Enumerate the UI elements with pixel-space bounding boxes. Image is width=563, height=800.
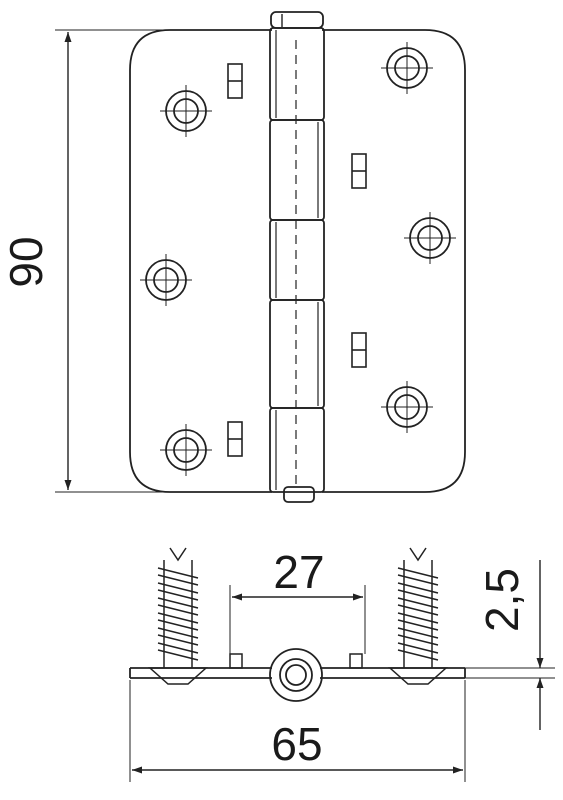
knuckle-5 [269,407,325,493]
left-leaf-outline [129,29,272,493]
hinge-front-view [129,11,466,503]
height-dimension [55,29,272,493]
screw-hole [160,85,212,137]
height-label: 90 [0,236,52,287]
screw-right [388,547,448,685]
right-leaf-outline [322,29,466,493]
knuckle-3 [269,219,325,301]
knuckle-2 [269,119,325,221]
knuckle-1 [269,27,325,121]
screw-hole [160,424,212,476]
screw-left [148,547,208,685]
screw-hole [381,42,433,94]
knuckle-4 [269,299,325,409]
pin-section [285,664,307,686]
width-label: 65 [271,718,322,770]
hinge-bottom-view [129,547,466,702]
screw-hole [404,212,456,264]
pin-bottom [283,486,315,503]
screw-hole [140,254,192,306]
knuckle-section-outer [269,648,323,702]
width-dimension [129,680,466,782]
hole-spacing-dimension [229,585,366,654]
screw-hole [381,381,433,433]
thickness-dimension [465,560,555,730]
hole-spacing-label: 27 [273,546,324,598]
thickness-label: 2,5 [476,568,528,632]
pin-top-cap [270,11,324,29]
